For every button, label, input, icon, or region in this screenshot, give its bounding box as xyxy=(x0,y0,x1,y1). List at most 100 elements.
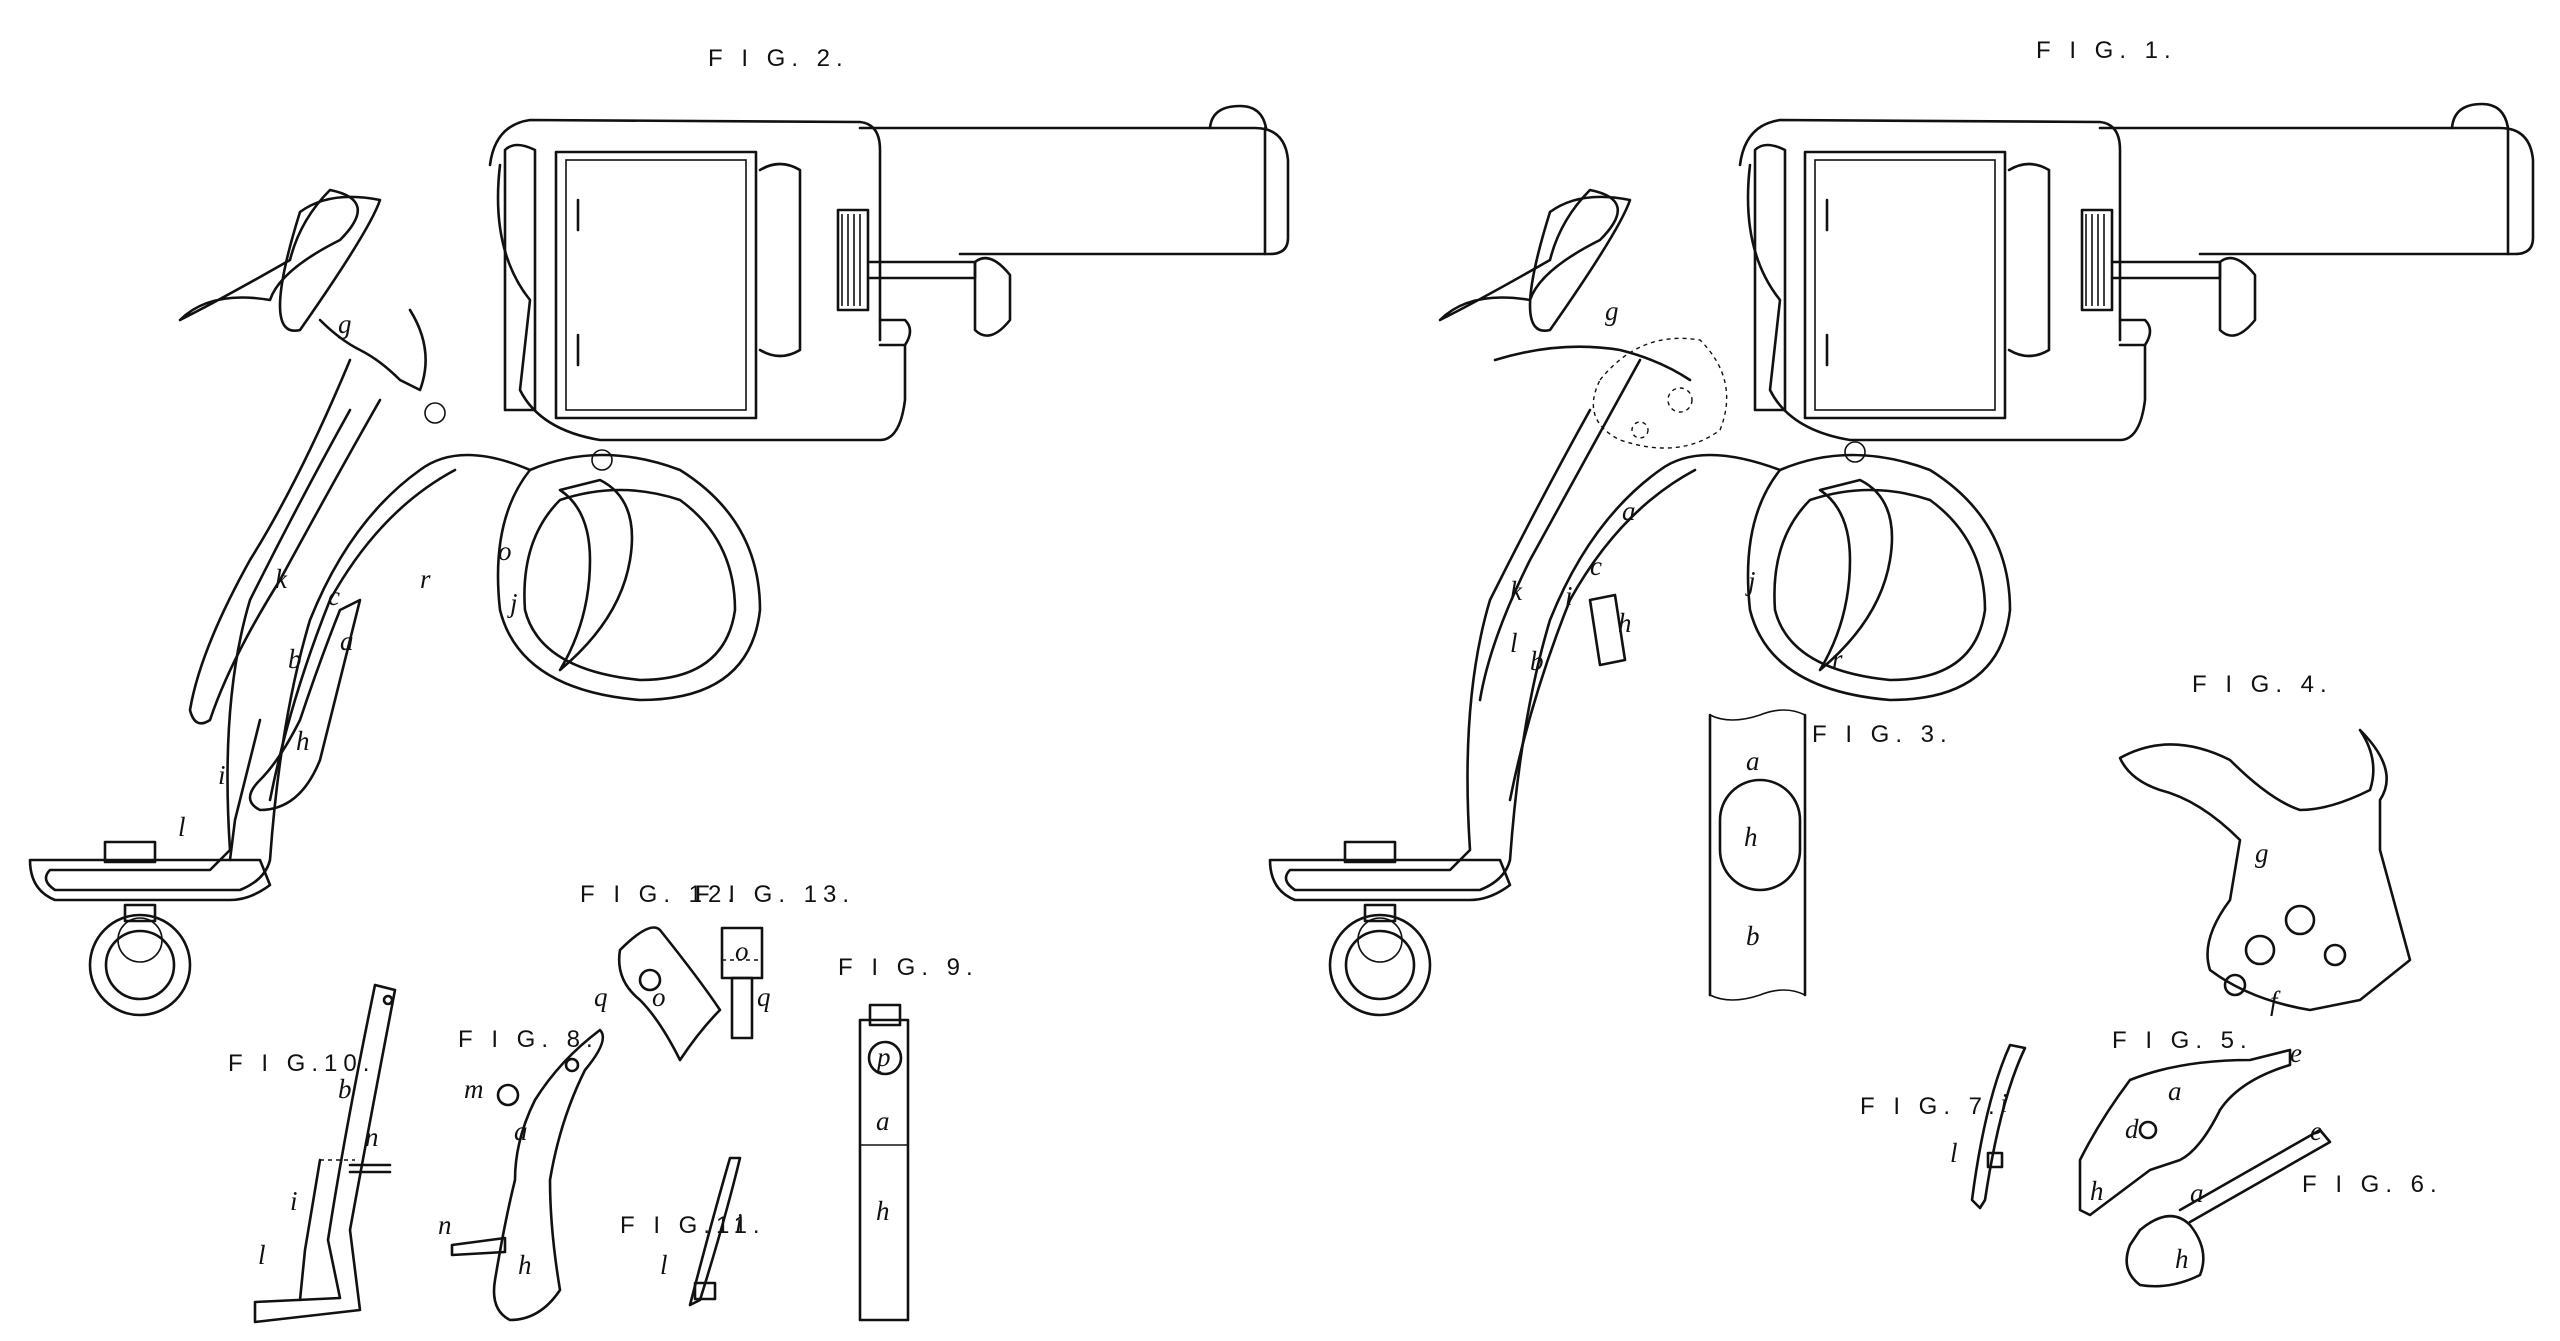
fig2-label-i: i xyxy=(218,760,226,790)
figure-4-hammer: F I G. 4. g f xyxy=(2118,671,2412,1016)
fig10-label-b: b xyxy=(338,1074,352,1104)
fig2-grip xyxy=(44,408,532,892)
fig13-label-o: o xyxy=(735,936,749,966)
fig6-lever-h xyxy=(2125,1214,2205,1288)
fig13-caption: F I G. 13. xyxy=(695,881,855,908)
fig2-label-l: l xyxy=(178,812,186,842)
fig1-label-j: j xyxy=(1745,566,1756,596)
fig2-hammer-body xyxy=(278,195,382,333)
figure-12: F I G. 12. o q xyxy=(580,881,740,1062)
fig1-label-k: k xyxy=(1510,576,1523,606)
fig7-label-i: i xyxy=(2000,1088,2008,1118)
fig2-hammer-spur xyxy=(178,188,359,322)
fig8-lever xyxy=(492,1028,605,1322)
fig5-label-e: e xyxy=(2290,1038,2302,1068)
fig3-label-h: h xyxy=(1744,822,1758,852)
fig9-lever xyxy=(858,1018,910,1322)
fig12-label-o: o xyxy=(652,982,666,1012)
fig4-caption: F I G. 4. xyxy=(2192,671,2333,698)
fig2-label-c: c xyxy=(328,581,340,611)
fig4-hammer-body xyxy=(2118,728,2412,1012)
fig1-trigger xyxy=(1818,478,1894,672)
fig2-trigger xyxy=(558,478,634,672)
fig5-lever xyxy=(2078,1048,2292,1217)
fig1-lever-h xyxy=(1588,593,1627,667)
fig8-label-n: n xyxy=(438,1210,452,1240)
fig2-top-strap xyxy=(488,118,882,342)
fig1-ratchet xyxy=(2080,208,2114,312)
figure-5: F I G. 5. a d e h xyxy=(2078,1027,2302,1217)
fig1-label-b: b xyxy=(1530,646,1544,676)
fig5-label-d: d xyxy=(2125,1114,2139,1144)
fig6-lever xyxy=(2178,1128,2332,1224)
fig4-label-g: g xyxy=(2255,838,2269,868)
fig1-hammer-spur xyxy=(1438,188,1619,322)
fig3-label-b: b xyxy=(1746,921,1760,951)
figure-9: F I G. 9. p a h xyxy=(838,954,979,1322)
fig6-label-a: a xyxy=(2190,1178,2204,1208)
figure-13: F I G. 13. o q xyxy=(695,881,855,1040)
fig11-spring-i xyxy=(688,1156,742,1307)
fig8-label-a: a xyxy=(514,1116,528,1146)
fig3-strap xyxy=(1708,713,1807,997)
fig2-butt-cap xyxy=(28,858,272,902)
fig11-label-l: l xyxy=(660,1250,668,1280)
fig2-lever-h xyxy=(248,598,362,812)
fig2-trigger-guard xyxy=(496,453,762,702)
fig8-label-h: h xyxy=(518,1250,532,1280)
fig1-mainspring-k xyxy=(1478,358,1642,702)
fig12-caption: F I G. 12. xyxy=(580,881,740,908)
fig1-trigger-guard xyxy=(1746,453,2012,702)
fig3-lever-h xyxy=(1718,778,1802,892)
fig9-label-a: a xyxy=(876,1106,890,1136)
figure-1-revolver: F I G. 1. g j r k i c a b l xyxy=(1268,37,2535,1017)
fig1-butt-cap xyxy=(1268,858,1512,902)
fig1-label-r: r xyxy=(1832,644,1843,674)
fig1-grip xyxy=(1284,408,1782,892)
figure-7: F I G. 7. i l xyxy=(1860,1043,2027,1210)
fig10-strap xyxy=(253,983,397,1324)
fig1-frame xyxy=(1746,163,2147,442)
fig11-caption: F I G.11. xyxy=(620,1212,766,1239)
fig2-label-k: k xyxy=(275,564,288,594)
fig2-mainspring-k xyxy=(188,358,382,725)
fig4-label-f: f xyxy=(2270,986,2281,1016)
fig12-sear xyxy=(617,926,722,1062)
fig6-caption: F I G. 6. xyxy=(2302,1171,2443,1198)
fig2-label-a: a xyxy=(340,626,354,656)
fig1-cylinder xyxy=(1803,150,2007,420)
fig10-caption: F I G.10. xyxy=(228,1050,375,1077)
fig1-hidden-lock-outline xyxy=(1592,337,1728,449)
fig1-label-g: g xyxy=(1605,296,1619,326)
fig1-front-sight xyxy=(2450,102,2510,130)
fig1-label-h: h xyxy=(1618,608,1632,638)
fig1-lanyard-ring xyxy=(1328,913,1432,1017)
fig6-label-e: e xyxy=(2310,1116,2322,1146)
fig2-label-g: g xyxy=(338,309,352,339)
fig2-spring-i xyxy=(228,718,262,862)
fig2-ejector-rod xyxy=(868,260,977,280)
fig2-label-b: b xyxy=(288,644,302,674)
fig2-recoil-shield xyxy=(503,143,537,412)
figure-11: F I G.11. i l xyxy=(620,1156,766,1307)
fig9-caption: F I G. 9. xyxy=(838,954,979,981)
fig1-label-a: a xyxy=(1622,496,1636,526)
fig1-caption: F I G. 1. xyxy=(2036,37,2177,64)
fig8-label-m: m xyxy=(464,1074,484,1104)
fig11-label-i: i xyxy=(735,1208,743,1238)
fig5-label-h: h xyxy=(2090,1176,2104,1206)
fig1-barrel xyxy=(2098,126,2535,256)
figure-6: F I G. 6. a h e xyxy=(2125,1116,2443,1288)
fig13-label-q: q xyxy=(757,982,771,1012)
fig2-ratchet xyxy=(836,208,870,312)
fig2-frame xyxy=(496,163,907,442)
fig2-caption: F I G. 2. xyxy=(708,45,849,72)
fig7-label-l: l xyxy=(1950,1138,1958,1168)
fig12-label-q: q xyxy=(594,982,608,1012)
fig9-label-h: h xyxy=(876,1196,890,1226)
fig1-label-l: l xyxy=(1510,628,1518,658)
fig5-caption: F I G. 5. xyxy=(2112,1027,2253,1054)
fig1-label-i: i xyxy=(1565,581,1573,611)
fig3-label-a: a xyxy=(1746,746,1760,776)
